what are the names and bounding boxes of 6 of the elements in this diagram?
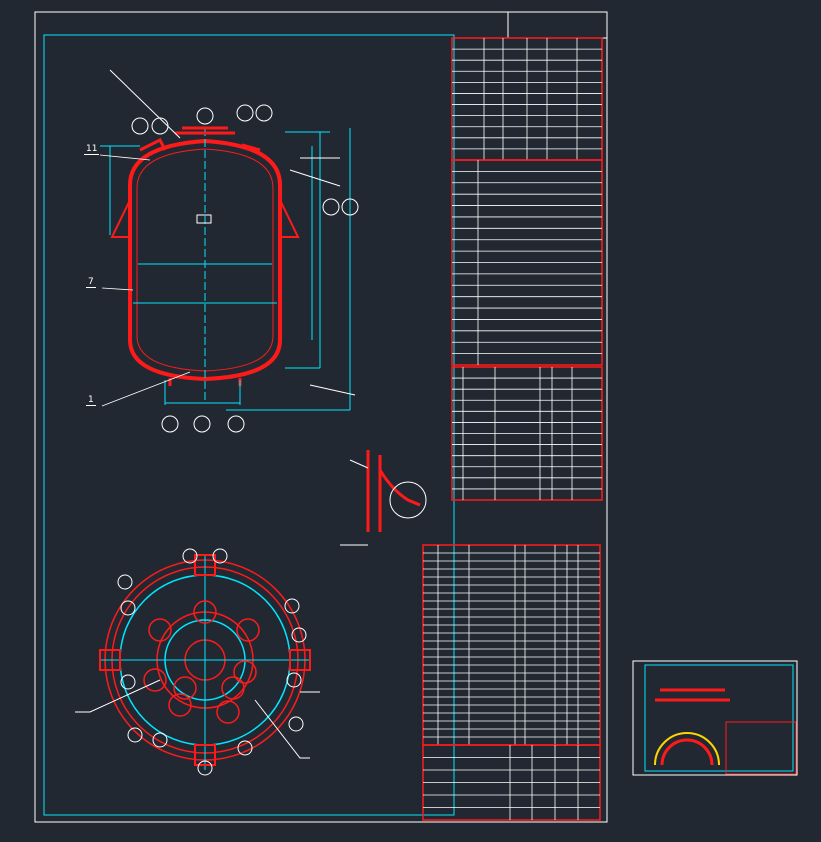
part-number: 1 [86, 395, 96, 406]
leader-line [100, 154, 150, 160]
part-number: 7 [86, 277, 96, 288]
part-number: 11 [84, 144, 100, 155]
leader-line [102, 288, 134, 290]
leader-line [102, 372, 190, 406]
